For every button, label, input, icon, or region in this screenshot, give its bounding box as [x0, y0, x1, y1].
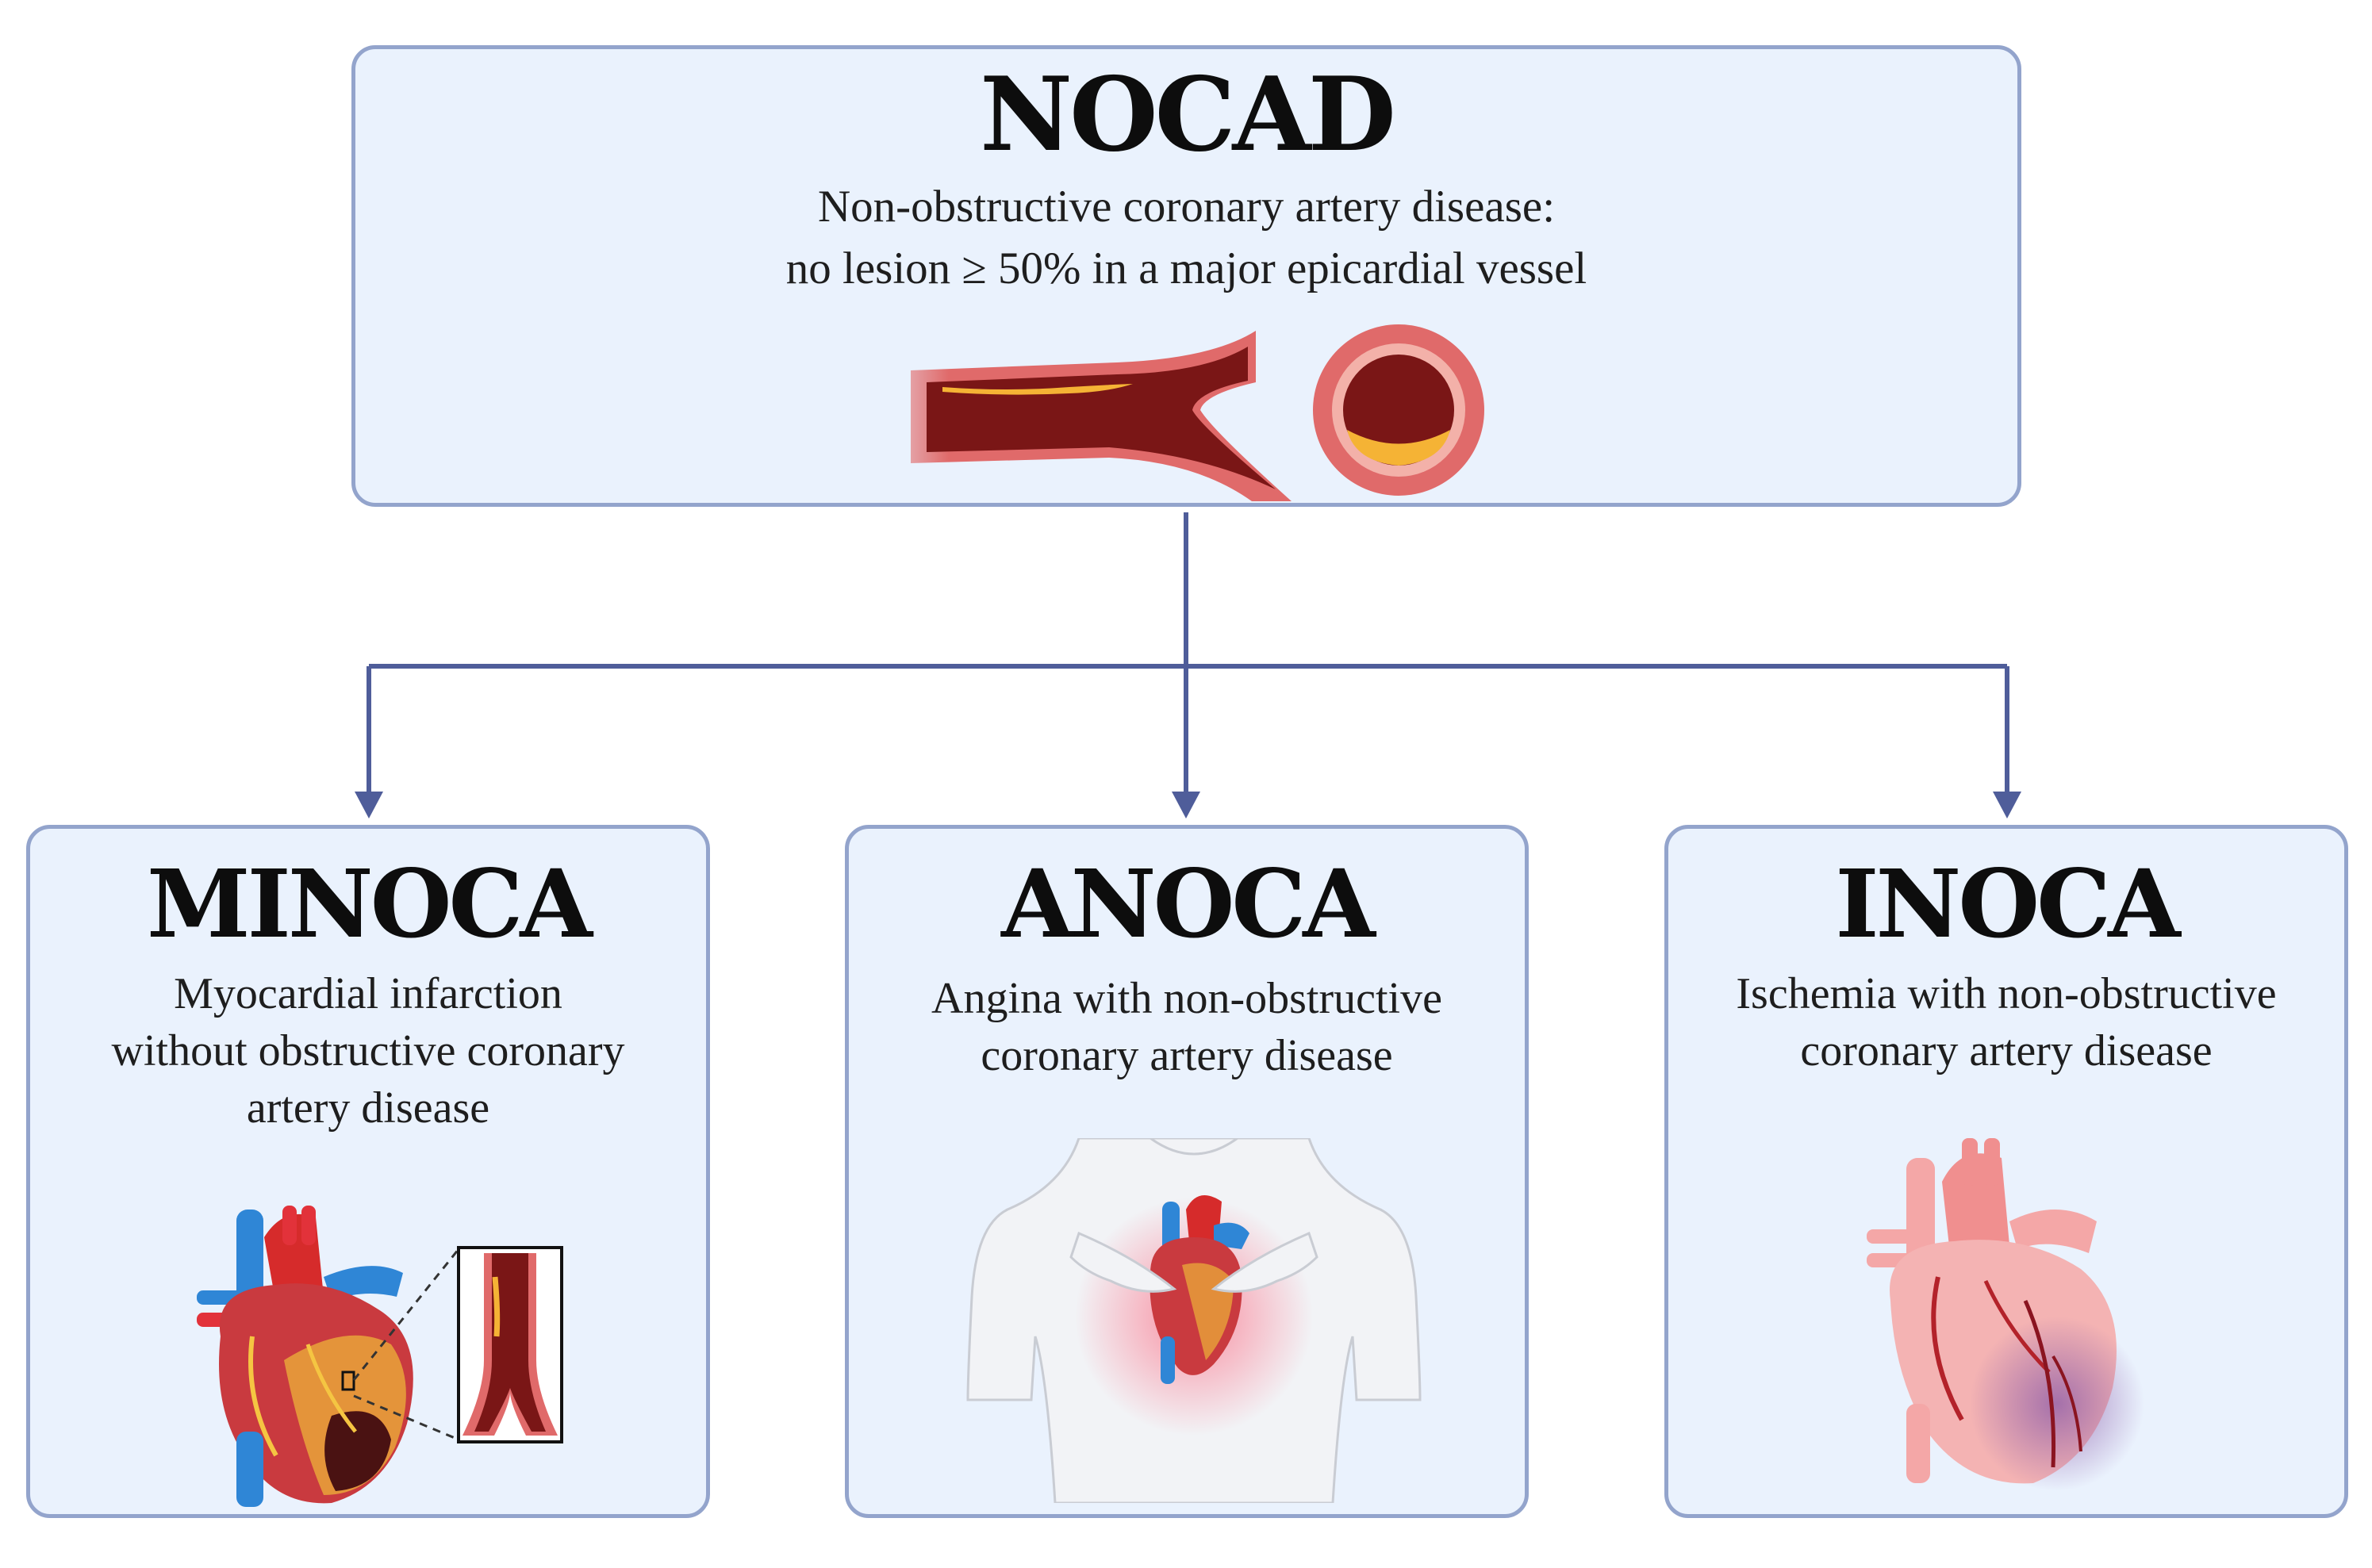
- minoca-title: MINOCA: [147, 849, 593, 959]
- minoca-definition: Myocardial infarction without obstructiv…: [30, 965, 706, 1137]
- arrow-head-minoca: [355, 792, 383, 819]
- minoca-line-3: artery disease: [246, 1083, 490, 1133]
- anoca-definition: Angina with non-obstructive coronary art…: [849, 970, 1525, 1084]
- anoca-title: ANOCA: [1001, 849, 1376, 959]
- nocad-box: NOCAD Non-obstructive coronary artery di…: [351, 45, 2021, 507]
- minoca-line-2: without obstructive coronary: [111, 1026, 625, 1075]
- pale-heart-icon: [1867, 1138, 2144, 1491]
- inoca-box: INOCA Ischemia with non-obstructive coro…: [1664, 825, 2348, 1518]
- arrow-head-inoca: [1993, 792, 2021, 819]
- nocad-definition-line-2: no lesion ≥ 50% in a major epicardial ve…: [785, 243, 1587, 293]
- inoca-line-1: Ischemia with non-obstructive: [1736, 969, 2277, 1018]
- arrow-head-anoca: [1172, 792, 1200, 819]
- inoca-line-2: coronary artery disease: [1800, 1026, 2213, 1075]
- artery-plaque-icon: [911, 331, 1292, 501]
- nocad-definition: Non-obstructive coronary artery disease:…: [355, 176, 2017, 300]
- nocad-title: NOCAD: [980, 56, 1396, 174]
- nocad-definition-line-1: Non-obstructive coronary artery disease:: [817, 182, 1556, 232]
- anoca-box: ANOCA Angina with non-obstructive corona…: [845, 825, 1529, 1518]
- vessel-zoom-icon: [352, 1246, 563, 1443]
- anoca-line-1: Angina with non-obstructive: [931, 974, 1442, 1023]
- anoca-line-2: coronary artery disease: [981, 1031, 1393, 1080]
- inoca-definition: Ischemia with non-obstructive coronary a…: [1668, 965, 2344, 1079]
- minoca-line-1: Myocardial infarction: [174, 969, 562, 1018]
- heart-infarct-icon: [197, 1206, 413, 1507]
- chest-heart-icon: [966, 1138, 1422, 1503]
- artery-cross-section-icon: [1313, 324, 1484, 496]
- minoca-box: MINOCA Myocardial infarction without obs…: [26, 825, 710, 1518]
- inoca-title: INOCA: [1835, 849, 2180, 959]
